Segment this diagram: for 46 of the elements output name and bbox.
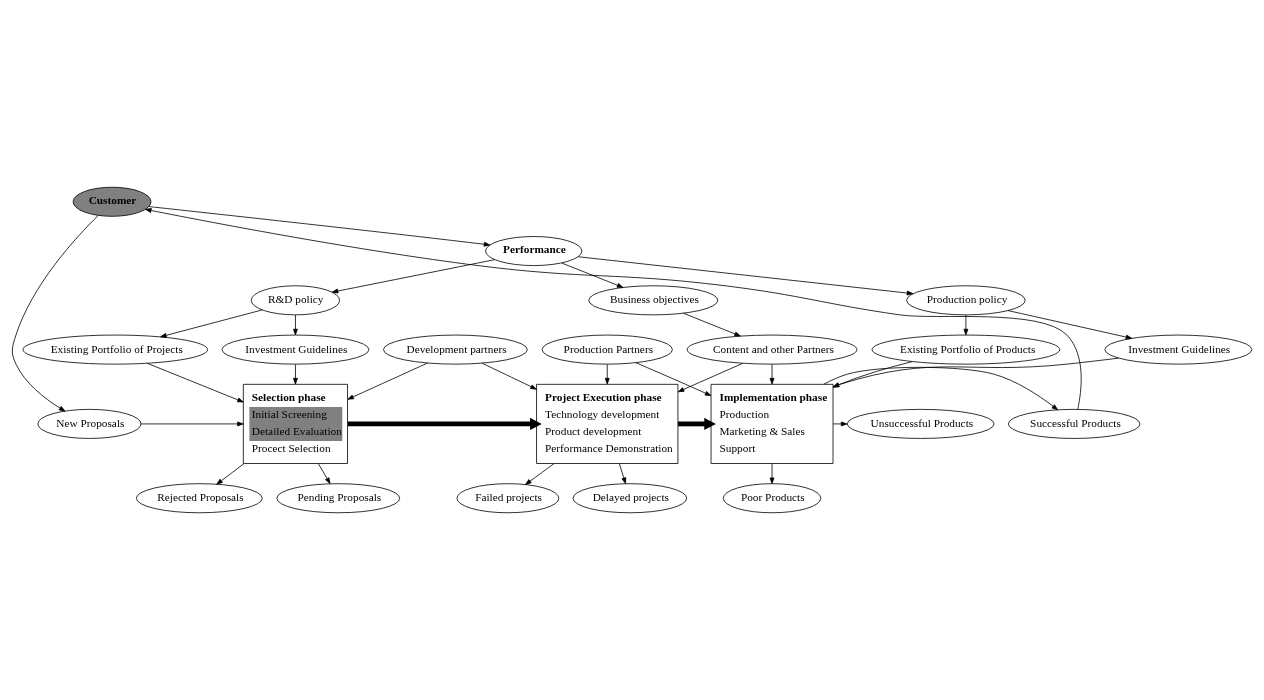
arrow (293, 314, 298, 336)
arrow (769, 463, 775, 484)
arrow (11, 215, 99, 412)
arrow (347, 362, 428, 400)
node-ellipse: Rejected Proposals (135, 483, 263, 514)
arrow (140, 421, 244, 427)
arrow (577, 256, 914, 296)
arrow (317, 463, 331, 484)
node-ellipse: Unsuccessful Products (846, 408, 995, 439)
node-ellipse: Poor Products (722, 483, 822, 514)
arrow (347, 417, 542, 431)
node-box: Implementation phase Production Marketing & Sales Support (710, 383, 834, 464)
arrow (293, 364, 298, 385)
node-ellipse: Failed projects (456, 483, 560, 514)
arrow (635, 362, 712, 396)
arrow (604, 364, 610, 385)
arrow (678, 417, 716, 431)
node-box: Project Execution phase Technology development Product development Performance Demonstration (536, 383, 679, 464)
node-ellipse: Development partners (383, 334, 528, 365)
arrow (769, 364, 775, 385)
node-ellipse: Investment Guidelines (221, 334, 370, 365)
arrow (160, 309, 263, 338)
node-ellipse: Existing Portfolio of Products (871, 334, 1061, 365)
arrow (832, 361, 913, 388)
node-box: Selection phase Initial Screening Detailed Evaluation Procect Selection (242, 383, 348, 464)
arrow (963, 314, 969, 336)
arrow (481, 362, 537, 390)
node-ellipse: Production Partners (541, 334, 673, 365)
arrow (145, 208, 1082, 410)
arrow (618, 463, 627, 484)
arrow (823, 366, 1059, 411)
arrow (331, 259, 496, 294)
arrow (525, 463, 555, 485)
arrow (148, 206, 491, 247)
arrow (216, 463, 245, 485)
node-ellipse: Successful Products (1007, 408, 1141, 439)
arrow (832, 421, 848, 427)
arrow (677, 363, 743, 393)
arrow (561, 262, 624, 288)
node-ellipse: Pending Proposals (276, 483, 401, 514)
arrow (683, 312, 741, 337)
arrow (1007, 310, 1133, 340)
arrow (146, 362, 244, 403)
arrow (832, 357, 1119, 388)
node-ellipse: Content and other Partners (686, 334, 858, 365)
node-ellipse: Delayed projects (572, 483, 688, 514)
